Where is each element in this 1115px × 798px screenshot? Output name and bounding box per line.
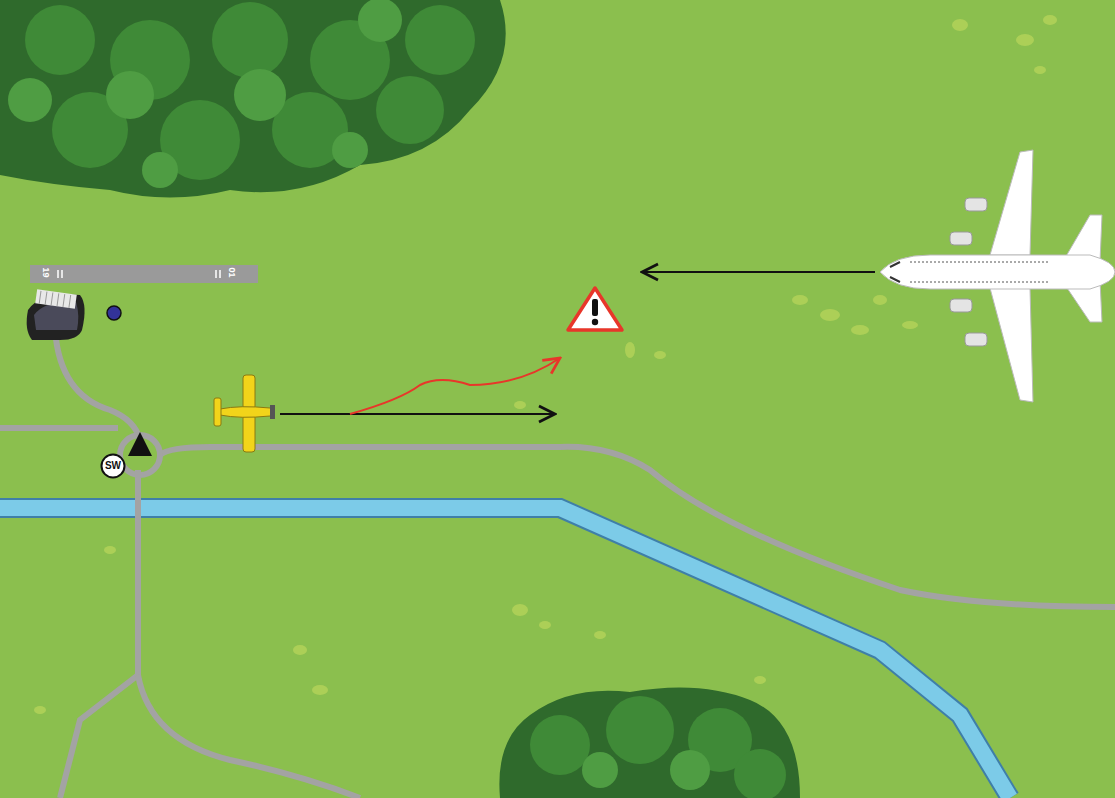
roads: [0, 330, 1115, 798]
runway-designator: 19: [41, 267, 50, 277]
runway-markings: [58, 270, 220, 278]
deviation-track-arrow: [350, 358, 560, 414]
runway: [30, 265, 258, 283]
navaid-triangle: [128, 432, 152, 456]
intended-track-arrow: [280, 413, 555, 415]
light-aircraft: [214, 375, 275, 452]
airliner-track-arrow: [642, 271, 875, 273]
hangar: [27, 289, 85, 340]
beacon-dot: [107, 306, 121, 320]
waypoint-code: SW: [105, 461, 121, 471]
waypoint-circle: SW: [100, 453, 126, 479]
runway-designator: 01: [227, 267, 236, 277]
forest-top: [0, 0, 506, 198]
river: [0, 508, 1010, 798]
grass-patches: [34, 15, 1057, 714]
warning-sign: [568, 288, 622, 330]
forest-bottom: [499, 688, 800, 798]
airliner: [880, 150, 1115, 402]
